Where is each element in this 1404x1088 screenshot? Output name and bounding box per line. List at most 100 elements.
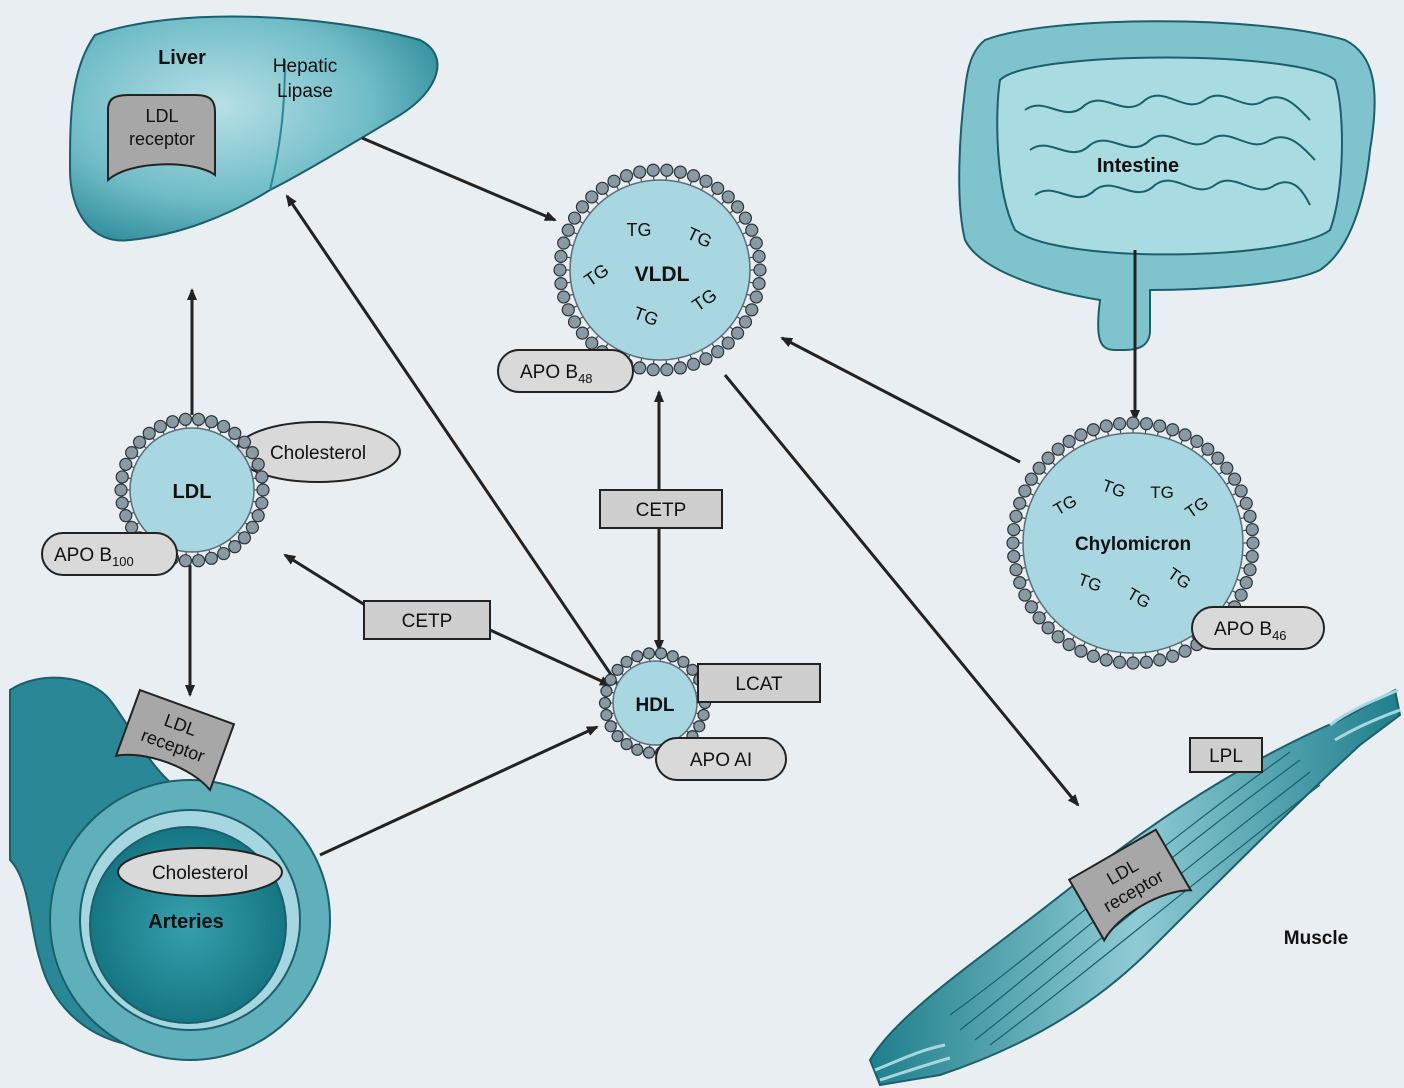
ldl-lipid-head	[256, 497, 268, 509]
vldl-lipid-head	[569, 316, 581, 328]
vldl-lipid-head	[558, 237, 570, 249]
chylomicron-lipid-head	[1033, 462, 1045, 474]
ldl-lipid-head	[179, 413, 191, 425]
arteries-label: Arteries	[148, 911, 224, 933]
ldl-lipid-head	[257, 484, 269, 496]
chylomicron-lipid-head	[1154, 420, 1166, 432]
hdl-lipid-head	[605, 721, 616, 732]
vldl-lipid-head	[576, 327, 588, 339]
chylomicron-lipid-head	[1140, 656, 1152, 668]
ldl-lipid-head	[179, 555, 191, 567]
hdl-lipid-head	[694, 721, 705, 732]
hdl-lipid-head	[698, 709, 709, 720]
chylomicron-lipid-head	[1087, 424, 1099, 436]
vldl-lipid-head	[754, 264, 766, 276]
hdl-apo-ai-label: APO AI	[690, 750, 752, 771]
vldl-lipid-head	[569, 212, 581, 224]
chylomicron-lipid-head	[1007, 537, 1019, 549]
chylomicron-lipid-head	[1247, 537, 1259, 549]
vldl-lipid-head	[732, 201, 744, 213]
ldl-lipid-head	[167, 416, 179, 428]
vldl-lipid-head	[647, 164, 659, 176]
chylomicron-lipid-head	[1179, 645, 1191, 657]
ldl-lipid-head	[120, 510, 132, 522]
ldl-cholesterol-label: Cholesterol	[270, 443, 366, 464]
hdl-label: HDL	[635, 695, 674, 716]
vldl-lipid-head	[554, 264, 566, 276]
chylomicron-lipid-head	[1167, 650, 1179, 662]
ldl-lipid-head	[120, 458, 132, 470]
ldl-label: LDL	[173, 481, 212, 503]
vldl-lipid-head	[562, 304, 574, 316]
hepatic-lipase-label-line1: Hepatic	[273, 56, 337, 77]
ldl-lipid-head	[115, 484, 127, 496]
chylomicron-lipid-head	[1042, 452, 1054, 464]
ldl-lipid-head	[238, 436, 250, 448]
ldl-apo-b100: APO B100	[42, 533, 177, 575]
chylomicron-lipid-head	[1087, 650, 1099, 662]
hepatic-lipase-label-line2: Lipase	[277, 81, 333, 102]
ldl-lipid-head	[126, 521, 138, 533]
vldl-lipid-head	[608, 175, 620, 187]
vldl-lipid-head	[753, 250, 765, 262]
chylomicron-lipid-head	[1179, 429, 1191, 441]
chylomicron-lipid-head	[1154, 654, 1166, 666]
ldl-lipid-head	[143, 427, 155, 439]
chylomicron-lipid-head	[1019, 485, 1031, 497]
chylomicron-lipid-head	[1052, 443, 1064, 455]
ldl-lipid-head	[193, 555, 205, 567]
intestine-label: Intestine	[1097, 155, 1179, 177]
ldl-lipid-head	[252, 458, 264, 470]
vldl-lipid-head	[712, 182, 724, 194]
vldl-lipid-head	[661, 364, 673, 376]
vldl-lipid-head	[712, 346, 724, 358]
chylomicron-lipid-head	[1025, 473, 1037, 485]
ldl-lipid-head	[218, 420, 230, 432]
hdl-lipid-head	[687, 664, 698, 675]
chylomicron-lipid-head	[1114, 418, 1126, 430]
vldl-particle: VLDL TG TG TG TG TG	[554, 164, 766, 376]
vldl-lipid-head	[586, 191, 598, 203]
chylomicron-lipid-head	[1100, 420, 1112, 432]
ldl-lipid-head	[218, 548, 230, 560]
arteries-organ: Cholesterol Arteries LDL receptor	[10, 678, 330, 1060]
hdl-lipid-head	[643, 648, 654, 659]
ldl-lipid-head	[246, 447, 258, 459]
chylomicron-lipid-head	[1063, 639, 1075, 651]
vldl-lipid-head	[753, 278, 765, 290]
vldl-lipid-head	[722, 191, 734, 203]
hdl-lipid-head	[656, 648, 667, 659]
chylo-tg-3: TG	[1150, 483, 1174, 502]
hdl-lipid-head	[667, 651, 678, 662]
chylomicron-lipid-head	[1019, 589, 1031, 601]
chylomicron-lipid-head	[1042, 622, 1054, 634]
muscle-label: Muscle	[1284, 928, 1348, 949]
vldl-tg-1: TG	[627, 220, 652, 240]
ldl-lipid-head	[126, 447, 138, 459]
liver-label: Liver	[158, 47, 206, 69]
vldl-lipid-head	[555, 250, 567, 262]
chylomicron-lipid-head	[1212, 452, 1224, 464]
ldl-lipid-head	[246, 521, 258, 533]
hdl-lipid-head	[621, 656, 632, 667]
ldl-lipid-head	[229, 541, 241, 553]
chylomicron-lipid-head	[1240, 497, 1252, 509]
chylomicron-lipid-head	[1202, 443, 1214, 455]
vldl-lipid-head	[562, 224, 574, 236]
ldl-lipid-head	[205, 416, 217, 428]
lpl-box: LPL	[1190, 738, 1262, 772]
hdl-lipid-head	[632, 651, 643, 662]
artery-cholesterol-label: Cholesterol	[152, 863, 248, 884]
chylomicron-lipid-head	[1075, 429, 1087, 441]
chylomicron-lipid-head	[1246, 550, 1258, 562]
chylomicron-lipid-head	[1244, 564, 1256, 576]
cetp-box-left: CETP	[364, 601, 490, 639]
chylomicron-lipid-head	[1140, 418, 1152, 430]
vldl-lipid-head	[722, 337, 734, 349]
hdl-lipid-head	[621, 739, 632, 750]
vldl-lipid-head	[555, 278, 567, 290]
vldl-lipid-head	[739, 316, 751, 328]
vldl-lipid-head	[661, 164, 673, 176]
arrow-cetp-to-hdl	[490, 630, 610, 685]
